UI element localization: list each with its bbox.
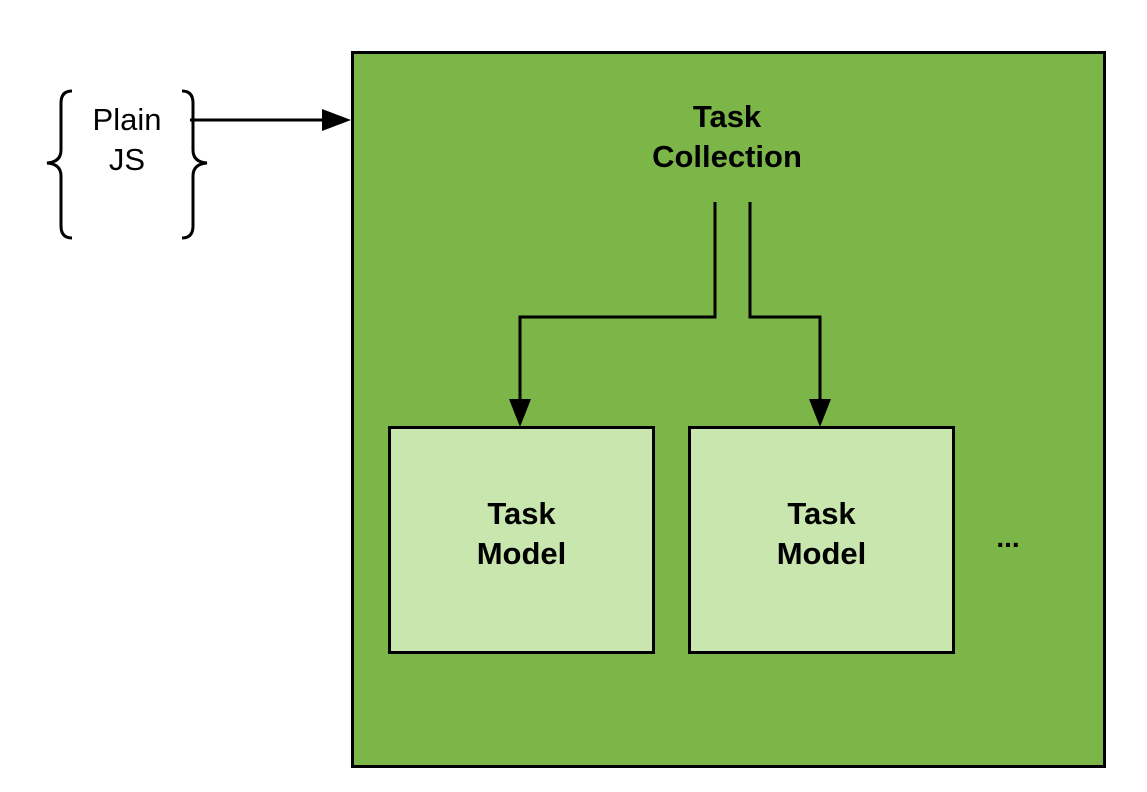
task-collection-line2: Collection [652,139,802,174]
plain-js-arrowhead [322,109,351,131]
left-brace [46,89,73,240]
right-brace [181,89,208,240]
connector-to-model-2 [748,202,822,400]
task-model-1-line2: Model [476,536,567,571]
connector-to-model-1 [518,202,717,400]
arrowhead-model-2 [809,399,831,427]
more-models-ellipsis: ... [996,522,1020,553]
arrowhead-model-1 [509,399,531,427]
task-model-1-label: Task Model [391,494,652,574]
plain-js-line2: JS [108,142,146,177]
plain-js-line1: Plain [92,102,162,137]
task-model-1-line1: Task [487,496,556,531]
task-model-box-1 [388,426,655,654]
task-model-box-2 [688,426,955,654]
task-collection-line1: Task [692,99,762,134]
plain-js-label: Plain JS [77,100,177,180]
task-model-2-label: Task Model [691,494,952,574]
task-collection-label: Task Collection [597,97,857,177]
task-model-2-line1: Task [787,496,856,531]
task-model-2-line2: Model [776,536,867,571]
